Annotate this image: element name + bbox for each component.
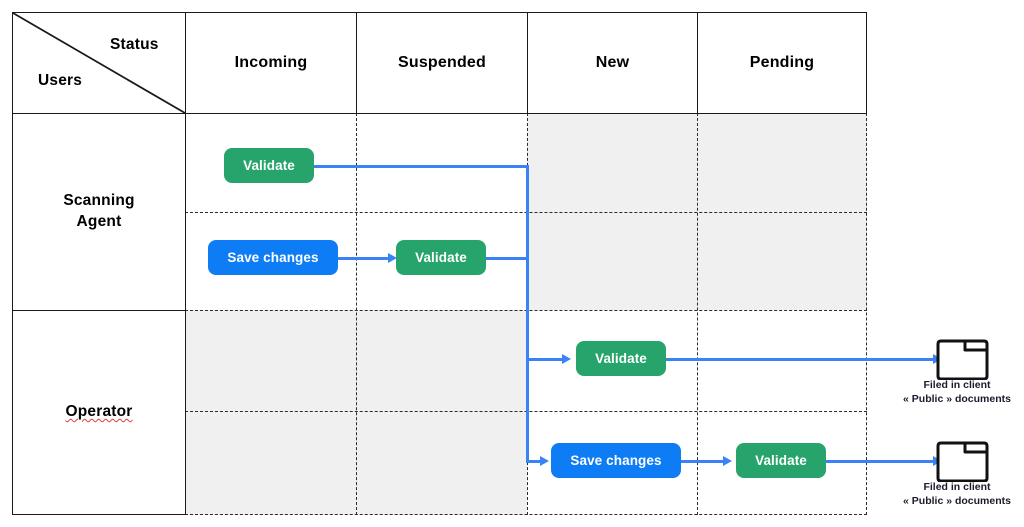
connector-arrow-scanning-lane2-validate: [388, 253, 397, 263]
node-save-changes-operator-new[interactable]: Save changes: [551, 443, 681, 478]
corner-diagonal-divider: [12, 12, 186, 114]
connector-arrow-operator-lane1-validate: [562, 354, 571, 364]
column-header-pending: Pending: [749, 54, 815, 71]
grid-divider-col-incoming-suspended: [356, 113, 357, 515]
node-validate-scanning-suspended[interactable]: Validate: [396, 240, 486, 275]
destination-caption-2: Filed in client « Public » documents: [890, 480, 1024, 508]
connector-operator-lane1-validate-to-folder: [665, 358, 933, 361]
destination-caption-1-line2: « Public » documents: [903, 393, 1011, 406]
node-save-changes-scanning-incoming[interactable]: Save changes: [208, 240, 338, 275]
row-header-operator: Operator: [13, 311, 185, 514]
row-header-scanning-agent: Scanning Agent: [13, 114, 185, 310]
connector-trunk-vertical: [526, 165, 529, 463]
grid-divider-bottom-dashed: [185, 514, 867, 515]
grid-border-row-split: [12, 310, 185, 311]
grid-divider-col-pending-right: [866, 113, 867, 515]
connector-scanning-lane1-to-trunk: [313, 165, 529, 168]
column-header-incoming: Incoming: [234, 54, 308, 71]
connector-scanning-lane2-to-trunk: [485, 257, 529, 260]
connector-operator-lane2-trunk-to-save: [526, 460, 542, 463]
node-validate-operator-new[interactable]: Validate: [576, 341, 666, 376]
grid-border-right: [866, 12, 867, 113]
folder-icon: [936, 339, 989, 380]
destination-caption-1-line1: Filed in client: [923, 379, 991, 391]
destination-caption-2-line1: Filed in client: [923, 481, 991, 493]
destination-caption-1: Filed in client « Public » documents: [890, 378, 1024, 406]
grid-border-top: [12, 12, 867, 13]
connector-arrow-operator-lane2-validate: [723, 456, 732, 466]
column-header-new: New: [595, 54, 630, 71]
node-validate-operator-pending[interactable]: Validate: [736, 443, 826, 478]
connector-arrow-operator-lane2-save: [540, 456, 549, 466]
connector-operator-lane2-validate-to-folder: [826, 460, 933, 463]
grid-border-left: [12, 12, 13, 515]
grid-header-sep-suspended-new: [527, 12, 528, 113]
row-header-scanning-agent-line1: Scanning: [63, 192, 135, 210]
connector-operator-lane2-save-to-validate: [681, 460, 723, 463]
connector-operator-lane1-trunk-to-validate: [526, 358, 562, 361]
node-validate-scanning-incoming[interactable]: Validate: [224, 148, 314, 183]
destination-caption-2-line2: « Public » documents: [903, 495, 1011, 508]
grid-header-sep-new-pending: [697, 12, 698, 113]
folder-icon: [936, 441, 989, 482]
corner-status-label: Status: [110, 36, 159, 53]
column-header-suspended: Suspended: [397, 54, 487, 71]
connector-scanning-lane2-save-to-validate: [338, 257, 388, 260]
row-header-scanning-agent-line2: Agent: [76, 213, 122, 230]
row-header-operator-label: Operator: [65, 403, 133, 421]
corner-users-label: Users: [38, 72, 83, 89]
grid-header-sep-incoming-suspended: [356, 12, 357, 113]
grid-border-label-col: [185, 12, 186, 515]
grid-divider-col-new-pending: [697, 113, 698, 515]
grid-border-bottom: [12, 514, 185, 515]
grid-border-header-bottom: [12, 113, 867, 114]
